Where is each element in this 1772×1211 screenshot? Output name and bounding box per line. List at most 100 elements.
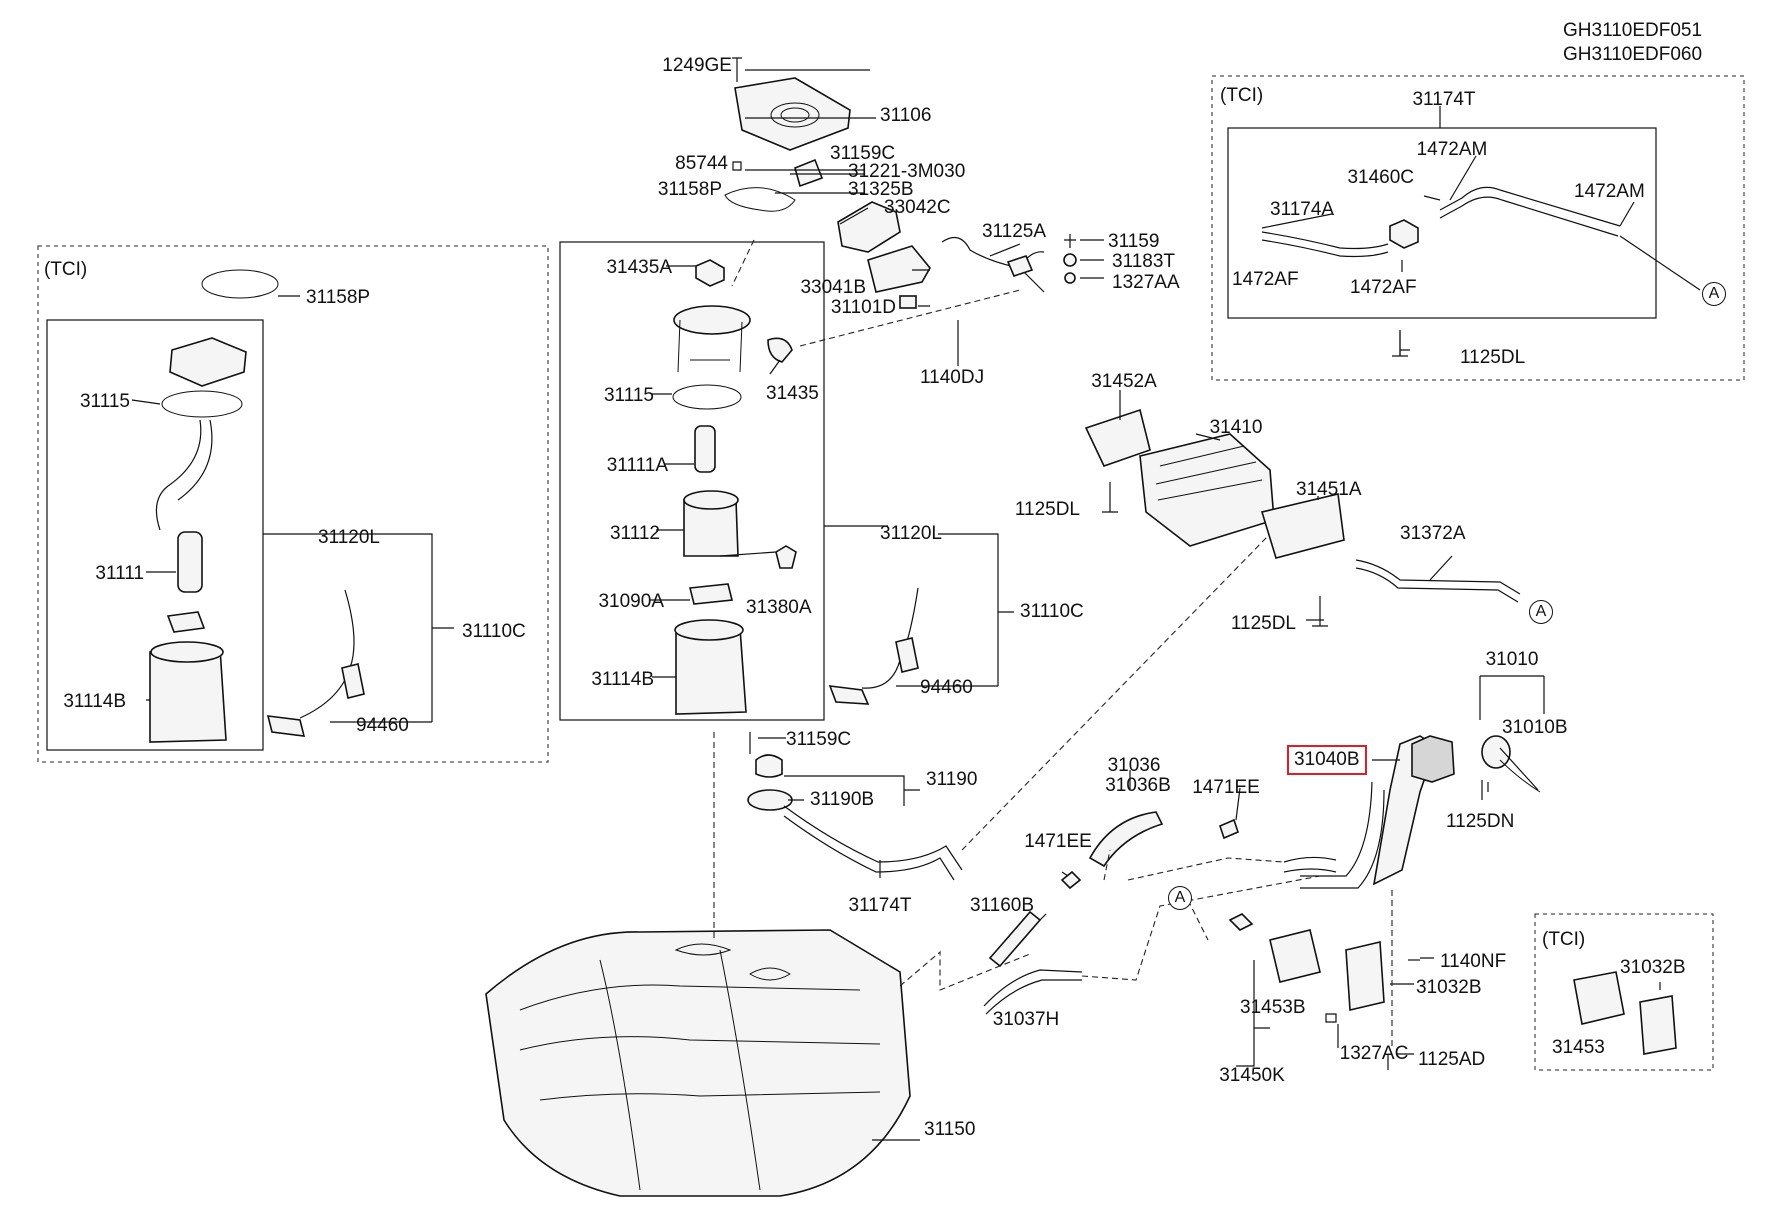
label-31435a[interactable]: 31435A bbox=[606, 257, 672, 278]
label-1125dl-a[interactable]: 1125DL bbox=[1014, 499, 1080, 520]
label-31372a[interactable]: 31372A bbox=[1400, 523, 1466, 544]
gasket-top bbox=[724, 187, 796, 212]
label-31120l-mid[interactable]: 31120L bbox=[880, 523, 942, 544]
label-1471ee-a[interactable]: 1471EE bbox=[1192, 777, 1260, 798]
label-31032b-tci[interactable]: 31032B bbox=[1620, 957, 1686, 978]
fitting-31460c bbox=[1389, 219, 1419, 249]
label-31159c-bot[interactable]: 31159C bbox=[786, 729, 852, 750]
label-31452a[interactable]: 31452A bbox=[1091, 371, 1157, 392]
pad-31101d bbox=[899, 295, 917, 309]
nut-1327aa bbox=[1064, 272, 1076, 284]
label-31032b[interactable]: 31032B bbox=[1416, 977, 1482, 998]
bracket-31032b-tci bbox=[1639, 995, 1677, 1055]
label-31451a[interactable]: 31451A bbox=[1296, 479, 1362, 500]
seal-31090a bbox=[689, 583, 733, 605]
label-33041b[interactable]: 33041B bbox=[800, 277, 866, 298]
bolt-31159 bbox=[1064, 234, 1076, 248]
label-1327ac[interactable]: 1327AC bbox=[1339, 1043, 1409, 1064]
label-31106[interactable]: 31106 bbox=[880, 105, 932, 126]
clamp-1471ee-a bbox=[1219, 818, 1239, 840]
label-31453[interactable]: 31453 bbox=[1552, 1037, 1605, 1058]
connector-31125a bbox=[1006, 255, 1034, 277]
label-31174t-right[interactable]: 31174T bbox=[1412, 89, 1476, 110]
tci-label-bottom: (TCI) bbox=[1542, 929, 1586, 950]
label-31110c-mid[interactable]: 31110C bbox=[1020, 601, 1084, 622]
label-1140dj[interactable]: 1140DJ bbox=[920, 367, 985, 388]
label-31174t-bot[interactable]: 31174T bbox=[848, 895, 912, 916]
label-31159c-top[interactable]: 31159C bbox=[830, 143, 896, 164]
label-31460c[interactable]: 31460C bbox=[1347, 167, 1414, 188]
label-31037h[interactable]: 31037H bbox=[992, 1009, 1060, 1030]
top-cover-plate bbox=[734, 77, 851, 151]
clip-31325b bbox=[794, 158, 824, 188]
label-31380a[interactable]: 31380A bbox=[746, 597, 812, 618]
fuel-tank-contours bbox=[519, 949, 881, 1191]
label-31159[interactable]: 31159 bbox=[1108, 231, 1160, 252]
label-1327aa[interactable]: 1327AA bbox=[1112, 272, 1180, 293]
label-31040b-highlighted[interactable]: 31040B bbox=[1287, 745, 1367, 775]
label-31150[interactable]: 31150 bbox=[924, 1119, 976, 1140]
label-1472am-a[interactable]: 1472AM bbox=[1416, 139, 1488, 160]
label-31036b[interactable]: 31036B bbox=[1105, 775, 1171, 796]
label-31190[interactable]: 31190 bbox=[926, 769, 978, 790]
label-85744[interactable]: 85744 bbox=[675, 153, 728, 174]
label-1472af-a[interactable]: 1472AF bbox=[1232, 269, 1299, 290]
label-94460-left[interactable]: 94460 bbox=[356, 715, 409, 736]
label-1125dn[interactable]: 1125DN bbox=[1446, 811, 1515, 832]
label-31158p-top[interactable]: 31158P bbox=[657, 179, 722, 200]
label-31325b[interactable]: 31325B bbox=[848, 179, 914, 200]
bracket-31032b bbox=[1345, 941, 1385, 1011]
label-31450k[interactable]: 31450K bbox=[1219, 1065, 1285, 1086]
label-1125dl-b[interactable]: 1125DL bbox=[1230, 613, 1296, 634]
label-31221-3m030[interactable]: 31221-3M030 bbox=[848, 161, 966, 182]
hose-31174a bbox=[1261, 231, 1389, 250]
label-1125ad[interactable]: 1125AD bbox=[1418, 1049, 1486, 1070]
label-31112[interactable]: 31112 bbox=[609, 523, 660, 544]
label-33042c[interactable]: 33042C bbox=[884, 197, 951, 218]
bracket-31452a bbox=[1084, 408, 1151, 467]
label-31174a[interactable]: 31174A bbox=[1270, 199, 1335, 220]
label-31101d[interactable]: 31101D bbox=[830, 297, 896, 318]
leader-left-group bbox=[131, 295, 454, 723]
tci-box-left bbox=[37, 245, 549, 763]
hose-31174t bbox=[783, 805, 963, 881]
filter-top-31112 bbox=[683, 490, 739, 510]
label-1125dl-right[interactable]: 1125DL bbox=[1460, 347, 1526, 368]
tank-pump-opening bbox=[674, 943, 791, 981]
reservoir-top-left bbox=[150, 641, 224, 663]
label-31111a[interactable]: 31111A bbox=[606, 455, 668, 476]
label-31114b-mid[interactable]: 31114B bbox=[591, 669, 654, 690]
label-31115-mid[interactable]: 31115 bbox=[603, 385, 654, 406]
label-31010b[interactable]: 31010B bbox=[1502, 717, 1568, 738]
label-31125a[interactable]: 31125A bbox=[981, 221, 1047, 242]
dash-circle-a bbox=[1187, 899, 1209, 941]
hose-upper-right bbox=[1283, 856, 1337, 873]
label-31036[interactable]: 31036 bbox=[1107, 755, 1161, 776]
label-31158p-left[interactable]: 31158P bbox=[306, 287, 371, 308]
label-1472af-b[interactable]: 1472AF bbox=[1350, 277, 1417, 298]
diagram-code-2: GH3110EDF060 bbox=[1563, 44, 1703, 65]
label-31160b[interactable]: 31160B bbox=[969, 895, 1035, 916]
label-31111-left[interactable]: 31111 bbox=[95, 563, 144, 584]
clip-31450k bbox=[1228, 913, 1254, 931]
pump-31111a bbox=[694, 425, 716, 473]
label-1471ee-b[interactable]: 1471EE bbox=[1024, 831, 1092, 852]
label-1249ge[interactable]: 1249GE bbox=[662, 55, 732, 76]
label-31010[interactable]: 31010 bbox=[1485, 649, 1539, 670]
label-31090a[interactable]: 31090A bbox=[598, 591, 664, 612]
label-31453b[interactable]: 31453B bbox=[1240, 997, 1306, 1018]
label-31120l-left[interactable]: 31120L bbox=[318, 527, 380, 548]
label-1472am-b[interactable]: 1472AM bbox=[1574, 181, 1645, 202]
connector-31453b bbox=[1269, 929, 1321, 983]
label-94460-mid[interactable]: 94460 bbox=[920, 677, 973, 698]
label-1140nf[interactable]: 1140NF bbox=[1440, 951, 1507, 972]
label-31190b[interactable]: 31190B bbox=[810, 789, 875, 810]
sender-body-mid bbox=[895, 637, 919, 673]
label-31110c-left[interactable]: 31110C bbox=[462, 621, 526, 642]
label-31115-left[interactable]: 31115 bbox=[79, 391, 130, 412]
label-31410[interactable]: 31410 bbox=[1209, 417, 1263, 438]
label-31435[interactable]: 31435 bbox=[766, 383, 819, 404]
label-31183t[interactable]: 31183T bbox=[1112, 251, 1176, 272]
leader-top-group bbox=[745, 69, 1104, 366]
label-31114b-left[interactable]: 31114B bbox=[63, 691, 126, 712]
